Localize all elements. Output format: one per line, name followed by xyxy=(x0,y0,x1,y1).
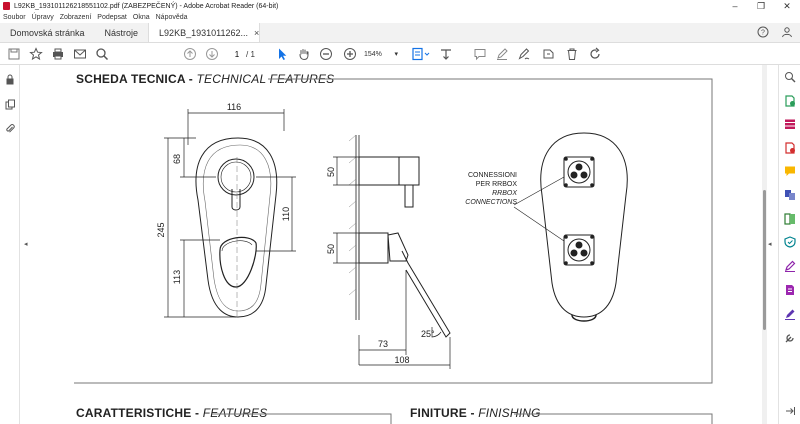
export-pdf-icon[interactable] xyxy=(784,95,796,107)
scrollbar-thumb[interactable] xyxy=(763,190,766,330)
tab-home[interactable]: Domovská stránka xyxy=(10,27,85,38)
note-connessioni: CONNESSIONI xyxy=(468,172,517,179)
dimension-245: 245 xyxy=(156,222,166,237)
dimension-angle-25: 25° xyxy=(421,329,435,339)
rear-view-drawing xyxy=(513,132,628,322)
draw-icon[interactable] xyxy=(516,46,532,62)
menu-help[interactable]: Nápověda xyxy=(155,14,188,21)
dimension-68: 68 xyxy=(172,154,182,164)
stamp-icon[interactable] xyxy=(540,46,556,62)
note-connections: CONNECTIONS xyxy=(465,199,517,206)
close-window-button[interactable]: ✕ xyxy=(783,1,791,11)
zoom-value: 154% xyxy=(364,50,382,58)
scrolling-mode-icon[interactable] xyxy=(438,46,454,62)
menu-edit[interactable]: Úpravy xyxy=(31,14,54,21)
edit-pdf-icon[interactable] xyxy=(784,284,796,296)
organize-pages-icon[interactable] xyxy=(784,118,796,130)
more-tools-icon[interactable] xyxy=(784,332,796,344)
note-per-rrbox: PER RRBOX xyxy=(476,181,518,188)
menu-sign[interactable]: Podepsat xyxy=(97,14,127,21)
maximize-button[interactable]: ❐ xyxy=(756,1,766,11)
window-title: L92KB_19310112621855110​2.pdf (ZABEZPEČE… xyxy=(14,2,279,10)
print-icon[interactable] xyxy=(50,46,66,62)
note-rrbox: RRBOX xyxy=(492,190,517,197)
dimension-73: 73 xyxy=(378,339,388,349)
account-icon[interactable] xyxy=(780,26,794,41)
right-tools-panel xyxy=(778,65,800,424)
page-total: / 1 xyxy=(246,50,255,59)
rotate-icon[interactable] xyxy=(587,46,603,62)
hand-tool-icon[interactable] xyxy=(296,46,312,62)
help-icon[interactable]: ? xyxy=(756,26,770,41)
dimension-50-top: 50 xyxy=(326,167,336,177)
page-display-icon[interactable] xyxy=(410,46,432,62)
expand-left-panel-icon[interactable]: ◂ xyxy=(24,241,28,248)
svg-text:?: ? xyxy=(761,30,765,37)
search-icon[interactable] xyxy=(94,46,110,62)
compare-files-icon[interactable] xyxy=(784,213,796,225)
tab-tools[interactable]: Nástroje xyxy=(104,27,139,38)
zoom-select[interactable]: 154% ▾ xyxy=(364,48,398,60)
dimension-110: 110 xyxy=(281,207,291,221)
tab-document[interactable]: L92KB_1931011262... × xyxy=(148,23,261,42)
collapse-tools-panel-icon[interactable] xyxy=(784,405,796,417)
save-icon[interactable] xyxy=(6,46,22,62)
zoom-in-icon[interactable] xyxy=(342,46,358,62)
menu-bar: Soubor Úpravy Zobrazení Podepsat Okna Ná… xyxy=(0,12,800,23)
lock-icon[interactable] xyxy=(4,73,16,85)
protect-icon[interactable] xyxy=(784,236,796,248)
select-cursor-icon[interactable] xyxy=(274,46,290,62)
menu-view[interactable]: Zobrazení xyxy=(59,14,92,21)
delete-icon[interactable] xyxy=(564,46,580,62)
next-page-icon[interactable] xyxy=(204,46,220,62)
comment-icon[interactable] xyxy=(472,46,488,62)
create-pdf-icon[interactable] xyxy=(784,142,796,154)
tab-close-button[interactable]: × xyxy=(253,27,260,38)
page-thumbnails-icon[interactable] xyxy=(4,98,16,110)
side-view-drawing xyxy=(333,134,451,369)
highlight-pen-icon[interactable] xyxy=(494,46,510,62)
pdf-page: SCHEDA TECNICA - TECHNICAL FEATURES CARA… xyxy=(36,65,763,424)
attachment-icon[interactable] xyxy=(4,122,16,134)
menu-file[interactable]: Soubor xyxy=(3,14,26,21)
dimension-116: 116 xyxy=(227,102,241,112)
tab-document-label: L92KB_1931011262... xyxy=(159,27,248,38)
search-zoom-icon[interactable] xyxy=(784,71,796,83)
section-finishing-title: FINITURE - FINISHING xyxy=(410,406,541,420)
minimize-button[interactable]: – xyxy=(732,1,738,11)
dimension-113: 113 xyxy=(172,270,182,284)
technical-drawing: 116 245 68 113 110 xyxy=(74,78,713,424)
acrobat-logo-icon xyxy=(3,2,10,10)
document-viewport[interactable]: SCHEDA TECNICA - TECHNICAL FEATURES CARA… xyxy=(36,65,763,424)
dimension-108: 108 xyxy=(394,355,409,365)
toolbar: / 1 154% ▾ xyxy=(0,43,800,65)
chevron-down-icon: ▾ xyxy=(394,51,398,58)
email-icon[interactable] xyxy=(72,46,88,62)
title-bar: L92KB_19310112621855110​2.pdf (ZABEZPEČE… xyxy=(0,0,800,12)
collapse-right-panel-icon[interactable]: ◂ xyxy=(768,241,772,248)
fill-sign-icon[interactable] xyxy=(784,260,796,272)
left-navigation-panel xyxy=(0,65,20,424)
tab-bar: Domovská stránka Nástroje L92KB_19310112… xyxy=(0,23,800,43)
combine-files-icon[interactable] xyxy=(784,189,796,201)
menu-window[interactable]: Okna xyxy=(132,14,150,21)
bookmark-star-icon[interactable] xyxy=(28,46,44,62)
dimension-50-bottom: 50 xyxy=(326,244,336,254)
previous-page-icon[interactable] xyxy=(182,46,198,62)
section-features-title: CARATTERISTICHE - FEATURES xyxy=(76,406,268,420)
comment-tool-icon[interactable] xyxy=(784,165,796,177)
section-technical-features-title: SCHEDA TECNICA - TECHNICAL FEATURES xyxy=(76,72,335,86)
send-for-signature-icon[interactable] xyxy=(784,308,796,320)
zoom-out-icon[interactable] xyxy=(318,46,334,62)
page-number-input[interactable] xyxy=(228,47,246,61)
front-view-drawing xyxy=(164,109,296,318)
